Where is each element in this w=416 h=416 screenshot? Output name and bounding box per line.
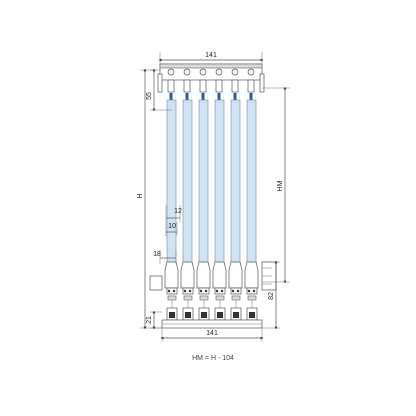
- dimension-top-width: 141: [158, 52, 264, 64]
- dimension-bottom-offset: 18: [153, 250, 177, 264]
- dimension-glass-thickness: 10: [165, 222, 178, 236]
- pivot-pin: [217, 312, 223, 318]
- hanger-clip: [185, 93, 189, 100]
- clamp-pad: [215, 295, 225, 301]
- glass-panel: [198, 99, 209, 265]
- screw-icon: [172, 289, 176, 293]
- bottom-clamp: [196, 261, 211, 289]
- bottom-clamp: [180, 261, 195, 289]
- hanger-bracket: [183, 79, 191, 93]
- pivot-pin: [233, 312, 239, 318]
- top-width-label: 141: [205, 52, 217, 59]
- clamp-pad: [183, 295, 193, 301]
- screw-icon: [247, 289, 251, 293]
- rail-roller: [183, 68, 191, 76]
- hanger-clip: [201, 93, 205, 100]
- clamp-pad: [247, 295, 257, 301]
- rail-roller: [231, 68, 239, 76]
- screw-icon: [199, 289, 203, 293]
- clamp-pad: [199, 295, 209, 301]
- screw-icon: [167, 289, 171, 293]
- clamp-block: [230, 287, 242, 295]
- dimension-lower-height: 82: [262, 260, 280, 330]
- glass-panel: [246, 99, 257, 265]
- dimension-glass-spacing: 12: [165, 205, 182, 222]
- clamp-pad: [231, 295, 241, 301]
- glass-panel: [214, 99, 225, 265]
- dimension-base-height: 21: [146, 310, 162, 330]
- hanger-clip: [249, 93, 253, 100]
- top-offset-label: 55: [146, 92, 153, 100]
- glass-panels: [166, 99, 257, 265]
- glass-panel: [182, 99, 193, 265]
- hanger-clip: [217, 93, 221, 100]
- hanger-bracket: [199, 79, 207, 93]
- clamp-block: [214, 287, 226, 295]
- pivot-pin: [249, 312, 255, 318]
- bracket-rib: [262, 267, 272, 285]
- glass-spacing-label: 12: [174, 208, 182, 215]
- bottom-clamp: [164, 261, 179, 289]
- rail-roller: [247, 68, 255, 76]
- rail-roller: [199, 68, 207, 76]
- lower-height-label: 82: [268, 292, 275, 300]
- clamp-block: [246, 287, 258, 295]
- formula-caption: HM = H - 104: [192, 355, 234, 362]
- bottom-clamp: [228, 261, 243, 289]
- rail-roller: [167, 68, 175, 76]
- bottom-offset-label: 18: [153, 251, 161, 258]
- side-bracket: [149, 275, 163, 291]
- pivot-pin: [201, 312, 207, 318]
- pivot-pin: [169, 312, 175, 318]
- clamp-block: [182, 287, 194, 295]
- dimension-bottom-width: 141: [160, 328, 264, 342]
- base-plate: [161, 319, 263, 329]
- hanger-bracket: [247, 79, 255, 93]
- screw-icon: [215, 289, 219, 293]
- glass-thickness-label: 10: [168, 223, 176, 230]
- screw-icon: [188, 289, 192, 293]
- base-height-label: 21: [146, 316, 153, 324]
- pivot-pin: [185, 312, 191, 318]
- clamp-block: [166, 287, 178, 295]
- screw-icon: [252, 289, 256, 293]
- overall-height-label: H: [137, 193, 144, 198]
- hanger-bracket: [231, 79, 239, 93]
- glass-panel: [230, 99, 241, 265]
- screw-icon: [231, 289, 235, 293]
- hanger-clip: [169, 93, 173, 100]
- clamp-pad: [167, 295, 177, 301]
- glass-height-label: HM: [277, 180, 284, 191]
- hanger-bracket: [215, 79, 223, 93]
- screw-icon: [204, 289, 208, 293]
- glass-panel: [166, 99, 177, 265]
- clamp-block: [198, 287, 210, 295]
- top-rail: [157, 63, 265, 100]
- hanger-clip: [233, 93, 237, 100]
- screw-icon: [220, 289, 224, 293]
- bottom-width-label: 141: [206, 330, 218, 337]
- bottom-clamp: [244, 261, 259, 289]
- screw-icon: [183, 289, 187, 293]
- dimension-glass-height: HM: [262, 86, 290, 284]
- screw-icon: [236, 289, 240, 293]
- hanger-bracket: [167, 79, 175, 93]
- rail-roller: [215, 68, 223, 76]
- bottom-clamp: [212, 261, 227, 289]
- lower-hardware: [149, 261, 277, 321]
